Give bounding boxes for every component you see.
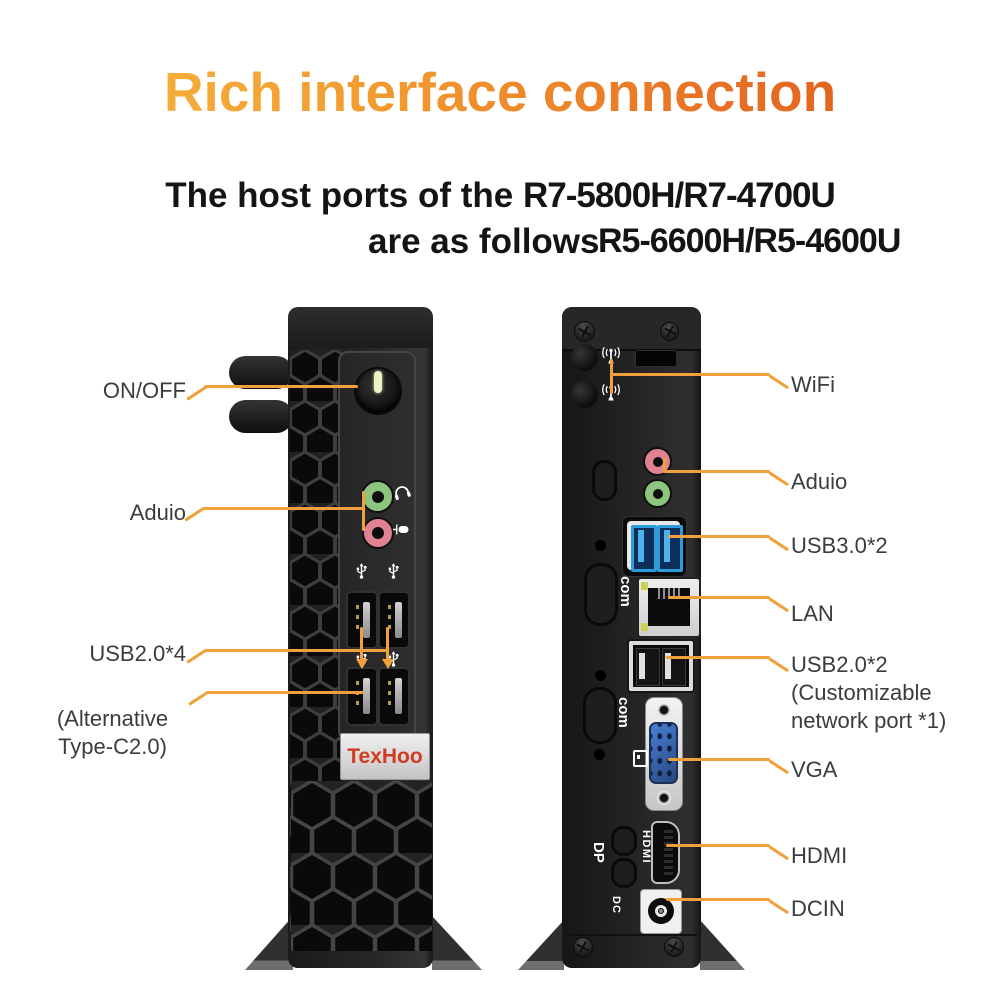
com-port-label: com: [617, 576, 634, 607]
wifi-antenna: [229, 400, 293, 433]
usb-icon: [388, 563, 399, 579]
callout-line: [204, 385, 358, 388]
callout-label-vga: VGA: [791, 757, 838, 782]
subtitle-line1: The host ports of the R7-5800H/R7-4700U: [0, 176, 1000, 216]
monitor-icon: [633, 750, 648, 767]
callout-line: [768, 899, 790, 915]
callout-label-usb3: USB3.0*2: [791, 533, 888, 558]
callout-line: [768, 536, 790, 552]
callout-line: [360, 627, 363, 661]
callout-label-audio-front: Aduio: [129, 500, 186, 525]
callout-arrow: [356, 659, 368, 669]
callout-line: [610, 359, 613, 394]
callout-arrow: [382, 659, 394, 669]
screw-hole: [595, 540, 606, 551]
callout-line: [610, 373, 770, 376]
stand-foot: [432, 916, 482, 970]
callout-label-wifi: WiFi: [791, 372, 835, 397]
hdmi-port[interactable]: [651, 821, 680, 884]
com-port-label: com: [615, 697, 632, 728]
usb3-ports[interactable]: [622, 516, 687, 577]
page-title: Rich interface connection: [0, 60, 1000, 124]
lan-led: [641, 582, 648, 590]
screw-hole: [595, 670, 606, 681]
stand-foot: [518, 920, 564, 970]
vent-honeycomb: [291, 781, 432, 951]
mic-jack-pink[interactable]: [643, 447, 672, 476]
subtitle-models-top: R7-5800H/R7-4700U: [522, 176, 836, 215]
callout-line: [668, 596, 770, 599]
headphone-jack-green[interactable]: [643, 479, 672, 508]
screw-hole: [594, 749, 605, 760]
dc-port-label: DC: [610, 896, 622, 914]
callout-line: [768, 597, 790, 613]
antenna-connector[interactable]: [571, 344, 598, 371]
brand-logo: TexHoo: [347, 744, 423, 768]
subtitle-prefix: The host ports of the: [165, 176, 523, 215]
usb-icon: [356, 563, 367, 579]
callout-label-usb2-back: USB2.0*2 (Customizable network port *1): [791, 652, 947, 733]
vga-port[interactable]: [645, 697, 683, 811]
usb2-ports[interactable]: [627, 639, 695, 693]
antenna-connector[interactable]: [571, 381, 598, 408]
subtitle-line2: are as follows: [368, 222, 600, 261]
dp-port-label: DP: [590, 842, 607, 863]
callout-line: [663, 458, 666, 473]
security-slot: [635, 350, 677, 367]
dc-power-jack[interactable]: [640, 889, 682, 934]
device-top-cap: [288, 307, 433, 352]
wifi-antenna: [229, 356, 293, 389]
callout-line: [668, 535, 770, 538]
callout-line: [768, 374, 790, 390]
callout-label-on-off: ON/OFF: [102, 378, 186, 403]
callout-line: [768, 845, 790, 861]
lan-port[interactable]: [637, 577, 701, 638]
callout-label-usb2-front: USB2.0*4: [89, 641, 186, 666]
usb-port[interactable]: [378, 667, 410, 726]
callout-line: [663, 470, 770, 473]
headphone-icon: [395, 486, 411, 501]
callout-line: [668, 758, 770, 761]
vga-screw-hole: [657, 791, 671, 805]
callout-line: [202, 507, 364, 510]
callout-line: [666, 656, 770, 659]
stand-foot: [245, 916, 293, 970]
callout-line: [386, 627, 389, 661]
brand-logo-plate: TexHoo: [340, 733, 430, 780]
callout-label-lan: LAN: [791, 601, 834, 626]
headphone-jack-green[interactable]: [361, 480, 394, 513]
callout-line: [768, 471, 790, 487]
callout-label-dcin: DCIN: [791, 896, 845, 921]
vga-screw-hole: [657, 703, 671, 717]
callout-line: [666, 844, 770, 847]
callout-line: [768, 759, 790, 775]
callout-label-hdmi: HDMI: [791, 843, 848, 868]
port-cutout: [592, 460, 617, 501]
power-indicator: [374, 371, 382, 393]
callout-line: [666, 898, 770, 901]
panel-seam: [566, 934, 697, 936]
callout-line: [204, 649, 389, 652]
stand-foot: [700, 920, 745, 970]
callout-line: [186, 385, 208, 401]
mic-jack-pink[interactable]: [362, 517, 394, 549]
port-cutout: [611, 858, 637, 888]
port-cutout: [584, 563, 618, 626]
callout-line: [768, 657, 790, 673]
callout-label-audio-back: Aduio: [791, 469, 848, 494]
callout-label-type-c: (Alternative Type-C2.0): [56, 706, 169, 759]
hdmi-port-label: HDMI: [640, 830, 652, 865]
subtitle-models-bottom: R5-6600H/R5-4600U: [598, 222, 901, 260]
port-cutout: [583, 687, 617, 744]
lan-led: [641, 623, 648, 631]
callout-line: [362, 491, 365, 531]
callout-line: [206, 691, 364, 694]
mic-icon: [393, 524, 409, 535]
port-cutout: [611, 826, 637, 856]
usb-port[interactable]: [378, 591, 410, 649]
usb-port[interactable]: [346, 667, 378, 726]
